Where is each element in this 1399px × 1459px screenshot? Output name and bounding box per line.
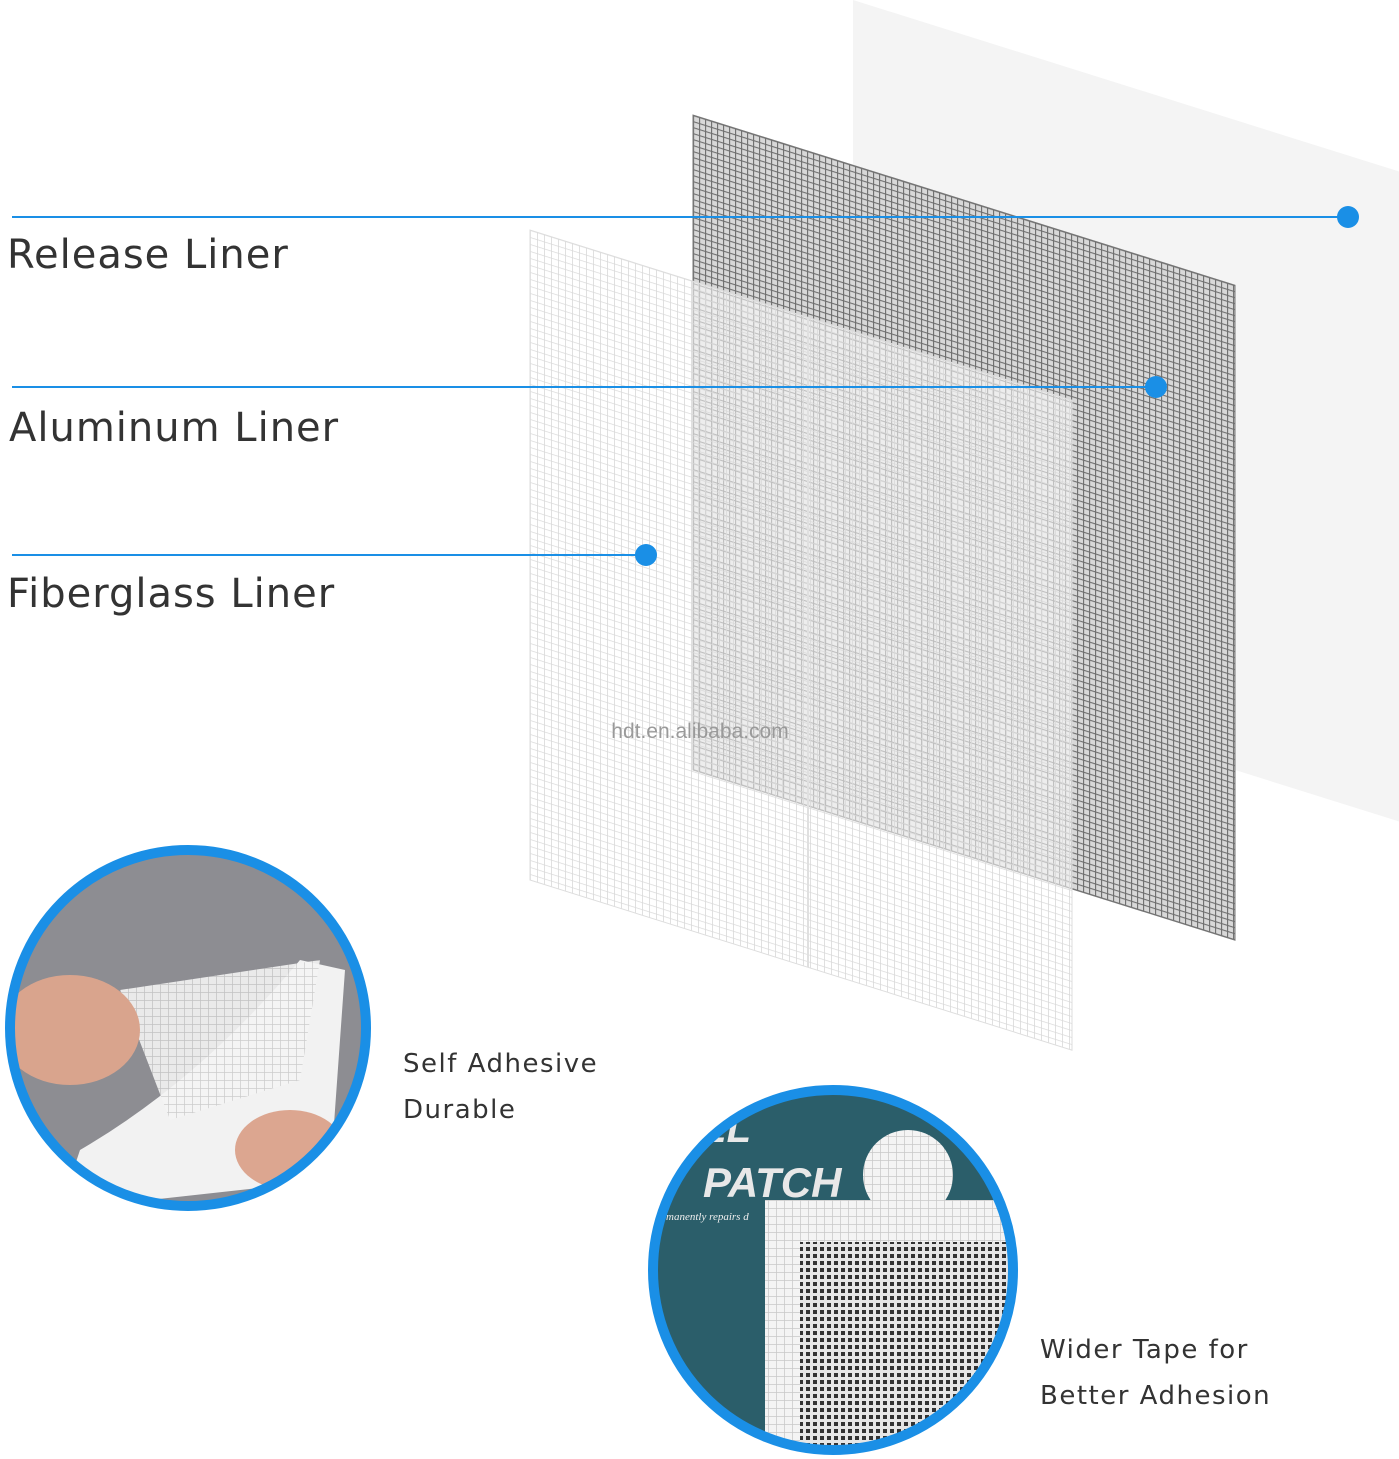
fiberglass-liner-label: Fiberglass Liner — [7, 571, 336, 617]
feature-wider-tape: Wider Tape for Better Adhesion — [1040, 1327, 1271, 1419]
feature-line: Wider Tape for — [1040, 1335, 1249, 1365]
peeling-patch-photo — [5, 845, 371, 1211]
callout-release-liner — [12, 206, 1359, 228]
package-title: PATCH — [703, 1159, 843, 1206]
feature-self-adhesive: Self Adhesive Durable — [403, 1041, 598, 1133]
package-subtitle: manently repairs d — [666, 1211, 749, 1223]
release-liner-label: Release Liner — [7, 232, 289, 278]
callout-fiberglass-liner — [12, 544, 657, 566]
feature-line: Durable — [403, 1095, 517, 1125]
aluminum-liner-label: Aluminum Liner — [9, 405, 340, 451]
feature-line: Better Adhesion — [1040, 1381, 1272, 1411]
watermark: hdt.en.alibaba.com — [611, 720, 788, 743]
feature-line: Self Adhesive — [403, 1049, 599, 1079]
callout-aluminum-liner — [12, 376, 1167, 398]
patch-package-photo: EL PATCH manently repairs d — [648, 1085, 1018, 1455]
